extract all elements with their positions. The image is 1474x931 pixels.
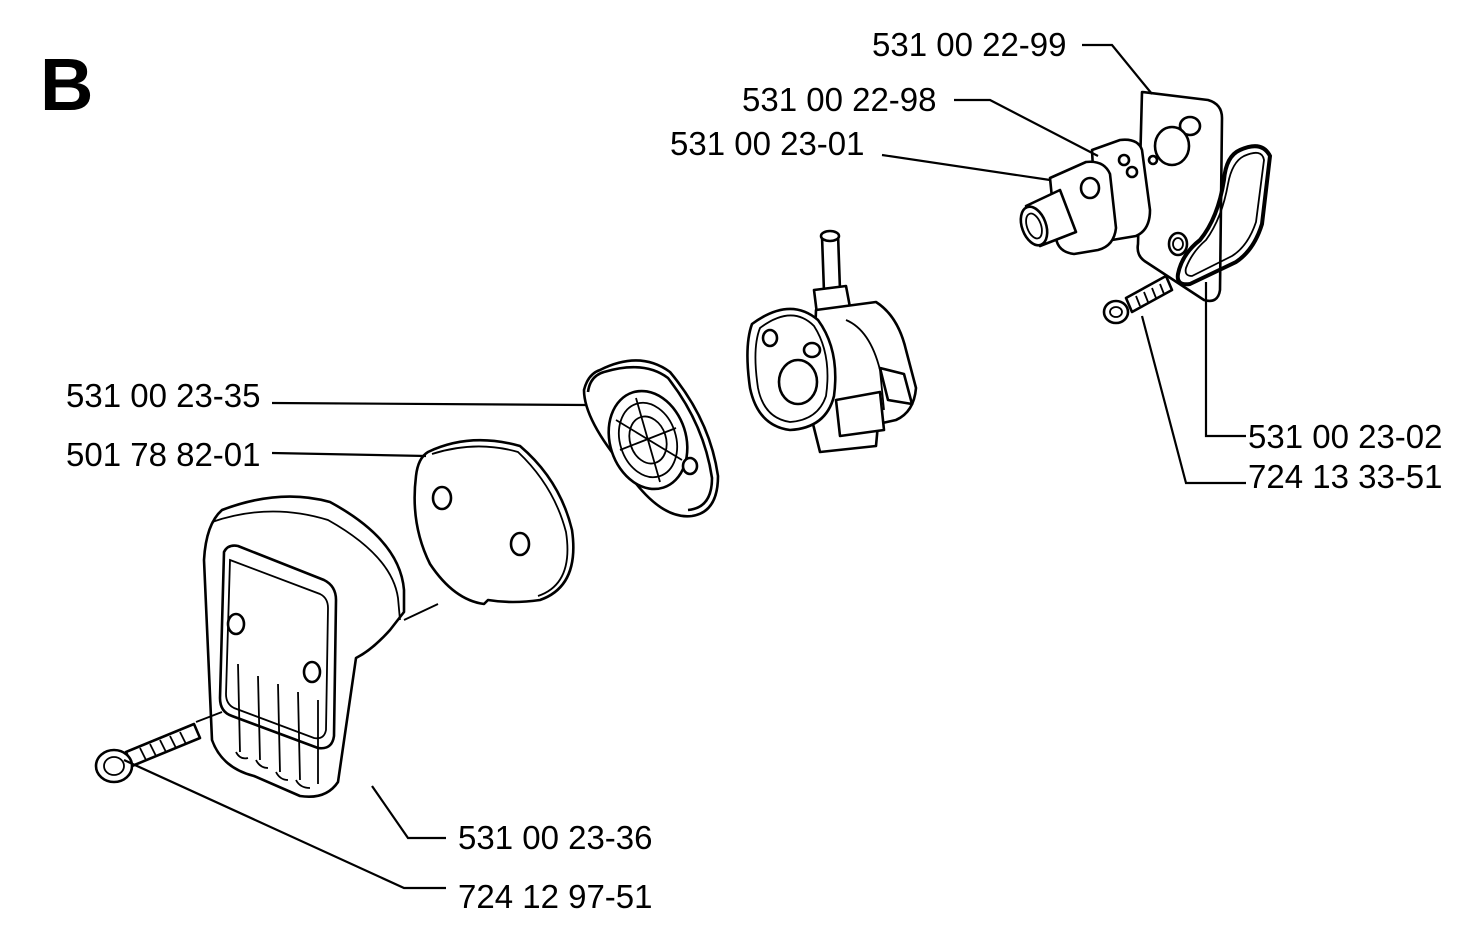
filter-holder-drawing (582, 359, 720, 518)
callout-label-531-00-23-35: 531 00 23-35 (66, 377, 261, 414)
callout-label-531-00-23-36: 531 00 23-36 (458, 819, 653, 856)
leader-lines (123, 43, 1246, 890)
callout-label-531-00-23-02: 531 00 23-02 (1248, 418, 1443, 455)
screw-top-drawing (1102, 231, 1189, 325)
filter-cover-drawing (202, 495, 406, 798)
section-letter: B (40, 43, 93, 126)
carburetor-drawing (746, 229, 918, 454)
callout-label-531-00-22-98: 531 00 22-98 (742, 81, 937, 118)
callout-label-531-00-22-99: 531 00 22-99 (872, 26, 1067, 63)
o-ring-drawing (1175, 144, 1273, 287)
air-filter-drawing (413, 438, 575, 606)
alignment-line (195, 711, 223, 723)
callout-label-724-13-33-51: 724 13 33-51 (1248, 458, 1443, 495)
callout-label-531-00-23-01: 531 00 23-01 (670, 125, 865, 162)
callout-label-724-12-97-51: 724 12 97-51 (458, 878, 653, 915)
screw-bottom-drawing (94, 722, 202, 784)
callout-label-501-78-82-01: 501 78 82-01 (66, 436, 261, 473)
gasket-plate-drawing (1136, 90, 1224, 303)
intake-adapter-drawing (1019, 160, 1118, 256)
alignment-line (403, 603, 439, 621)
